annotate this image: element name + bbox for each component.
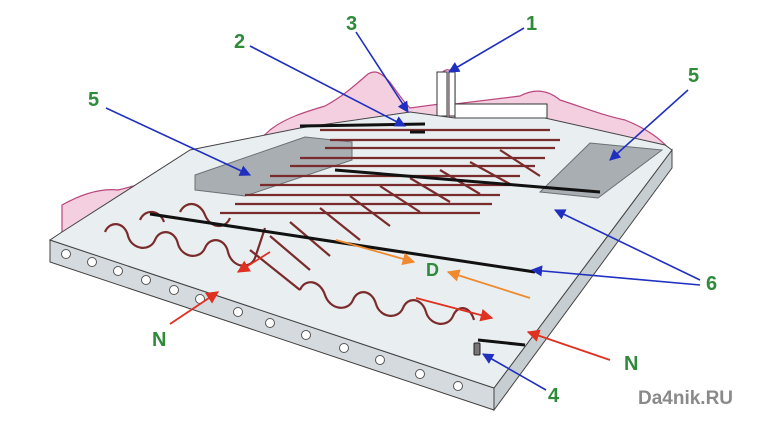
slab-holes	[61, 249, 463, 391]
callout-5-right: 5	[688, 65, 699, 87]
label-n-right: N	[624, 353, 638, 375]
orange-arrows	[335, 239, 531, 299]
callout-2: 2	[234, 31, 245, 53]
mat-right	[538, 142, 664, 199]
temperature-sensor	[473, 342, 481, 356]
label-n-left: N	[152, 329, 166, 351]
watermark: Da4nik.RU	[638, 388, 733, 409]
callout-5-left: 5	[88, 89, 99, 111]
callout-1: 1	[526, 13, 537, 35]
callout-4: 4	[548, 385, 560, 407]
callout-6: 6	[706, 273, 717, 295]
label-d: D	[426, 260, 439, 280]
red-arrows	[169, 251, 611, 361]
leader-lines	[105, 27, 701, 391]
callout-3: 3	[346, 13, 357, 35]
